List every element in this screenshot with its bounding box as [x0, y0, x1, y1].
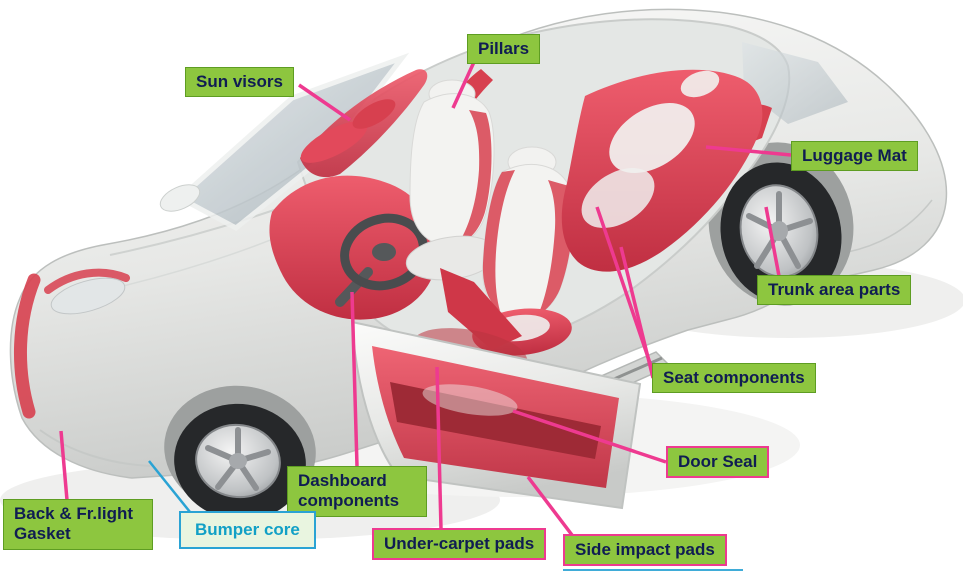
rear-seat — [561, 69, 763, 272]
front-light-gasket-part — [13, 273, 41, 419]
leader-under-carpet-pads — [435, 366, 443, 530]
label-under-carpet-pads: Under-carpet pads — [372, 528, 547, 561]
open-door — [350, 320, 642, 510]
label-sun-visors: Sun visors — [185, 67, 294, 98]
side-impact-pad-part — [390, 382, 601, 459]
sun-visor-pad — [300, 121, 368, 163]
leader-seat-components-2 — [619, 246, 655, 379]
front-end — [13, 268, 151, 467]
leader-door-seal — [512, 409, 667, 464]
dashboard — [269, 175, 438, 320]
label-luggage-mat: Luggage Mat — [791, 141, 918, 172]
leader-lines — [59, 61, 792, 537]
rear-window — [742, 42, 848, 124]
leader-pillars — [451, 61, 476, 109]
rear-wheel — [720, 162, 842, 304]
stray-blue-line — [563, 569, 743, 571]
front-wheel — [174, 403, 306, 521]
leader-sun-visors — [298, 83, 351, 122]
leader-trunk-area-parts — [764, 206, 781, 277]
steering-wheel — [335, 213, 428, 307]
leader-luggage-mat — [705, 145, 792, 157]
side-mirror — [159, 184, 201, 212]
headlight — [50, 277, 126, 315]
label-dashboard-components: Dashboard components — [287, 466, 427, 517]
label-bumper-core: Bumper core — [179, 511, 316, 550]
label-trunk-area-parts: Trunk area parts — [757, 275, 912, 306]
label-seat-components: Seat components — [652, 363, 816, 394]
label-pillars: Pillars — [467, 34, 541, 65]
leader-dashboard-components — [350, 291, 359, 467]
label-back-fr-light-gasket: Back & Fr.light Gasket — [3, 499, 153, 550]
leader-side-impact-pads — [526, 475, 574, 537]
label-door-seal: Door Seal — [666, 446, 770, 479]
center-console — [440, 268, 522, 350]
leader-back-fr-light-gasket — [59, 430, 69, 501]
label-side-impact-pads: Side impact pads — [563, 534, 727, 567]
leader-bumper-core — [148, 460, 191, 513]
